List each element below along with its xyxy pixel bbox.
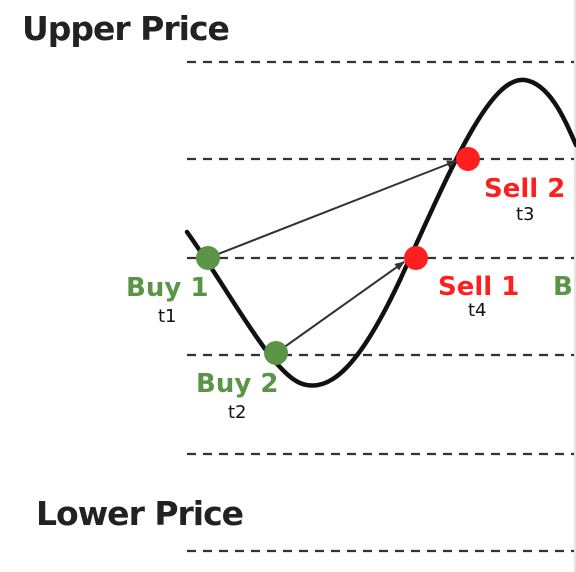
buy2-time: t2: [228, 402, 247, 423]
sell1-label: Sell 1: [438, 272, 519, 302]
edge-label: B: [553, 272, 573, 302]
arrow-buy2-to-sell1: [275, 261, 405, 354]
upper-price-label: Upper Price: [22, 9, 229, 48]
sell2-label: Sell 2: [484, 174, 565, 204]
lower-price-label: Lower Price: [36, 494, 243, 533]
buy2-label: Buy 2: [196, 369, 278, 399]
sell2-time: t3: [516, 204, 535, 225]
sell1-marker: [404, 246, 428, 270]
sell2-marker: [456, 147, 480, 171]
price-curve: [184, 77, 576, 388]
sell1-time: t4: [468, 300, 487, 321]
buy2-marker: [264, 341, 288, 365]
buy1-label: Buy 1: [126, 273, 208, 303]
buy1-time: t1: [158, 306, 177, 327]
buy1-marker: [196, 246, 220, 270]
arrow-buy1-to-sell2: [207, 160, 457, 259]
